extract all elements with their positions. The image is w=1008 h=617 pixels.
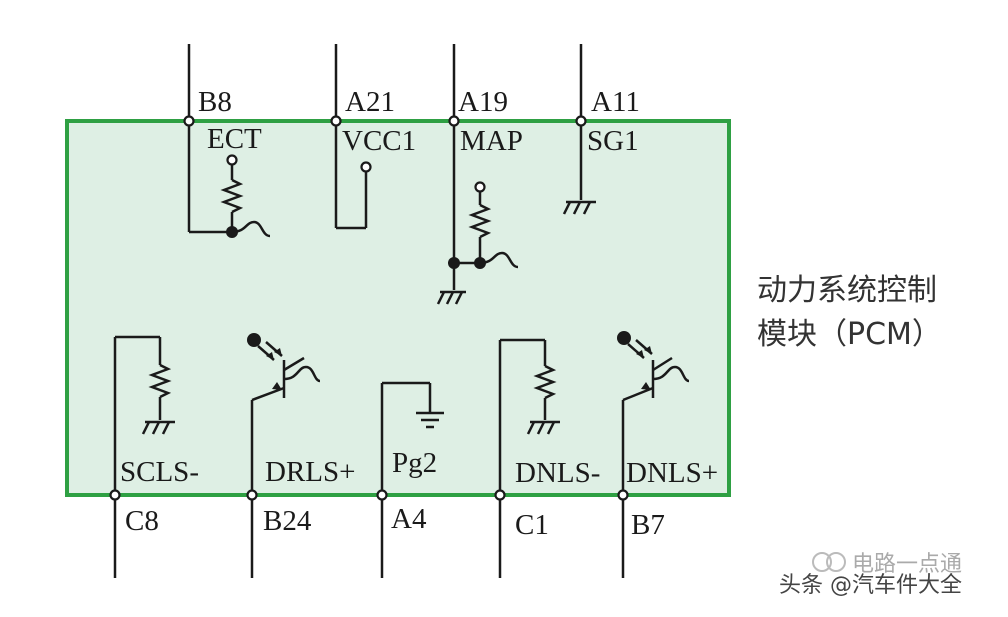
pin-terminal-a19 — [448, 115, 460, 127]
signal-label-sg1: SG1 — [587, 125, 639, 157]
signal-label-scls-minus: SCLS- — [120, 456, 199, 488]
pin-label-a4: A4 — [391, 503, 427, 535]
signal-label-map: MAP — [460, 125, 523, 157]
watermark-logo-icon — [812, 552, 832, 572]
signal-label-dnls-minus: DNLS- — [515, 457, 600, 489]
pin-terminal-b24 — [246, 489, 258, 501]
pin-terminal-c1 — [494, 489, 506, 501]
watermark-line1: 电路一点通 — [852, 552, 962, 577]
watermark-line2: 头条 @汽车件大全 — [779, 573, 962, 598]
signal-label-vcc1: VCC1 — [342, 125, 416, 157]
signal-label-ect: ECT — [207, 123, 262, 155]
pin-label-c1: C1 — [515, 509, 549, 541]
signal-label-drls-plus: DRLS+ — [265, 456, 355, 488]
module-name-line1: 动力系统控制 — [757, 273, 937, 308]
pin-label-c8: C8 — [125, 505, 159, 537]
module-name: 动力系统控制 模块（PCM） — [757, 273, 942, 352]
solid-marks — [226, 226, 652, 390]
pin-terminal-a4 — [376, 489, 388, 501]
signal-label-dnls-plus: DNLS+ — [626, 457, 718, 489]
pin-terminal-a21 — [330, 115, 342, 127]
terminals — [109, 115, 629, 501]
pin-terminal-c8 — [109, 489, 121, 501]
pin-label-b8: B8 — [198, 86, 232, 118]
pin-terminal-b8 — [183, 115, 195, 127]
watermark: 电路一点通 头条 @汽车件大全 — [779, 552, 962, 598]
pin-terminal-a11 — [575, 115, 587, 127]
pin-terminal-b7 — [617, 489, 629, 501]
pin-label-b24: B24 — [263, 505, 312, 537]
pin-label-a19: A19 — [458, 86, 508, 118]
labels: B8 ECT A21 VCC1 A19 MAP A11 SG1 SCLS- DR… — [120, 86, 718, 541]
pin-label-a21: A21 — [345, 86, 395, 118]
signal-label-pg2: Pg2 — [392, 447, 437, 479]
pin-label-b7: B7 — [631, 509, 665, 541]
module-name-line2: 模块（PCM） — [757, 317, 942, 352]
pin-label-a11: A11 — [591, 86, 640, 118]
pcm-module-box — [65, 119, 731, 497]
